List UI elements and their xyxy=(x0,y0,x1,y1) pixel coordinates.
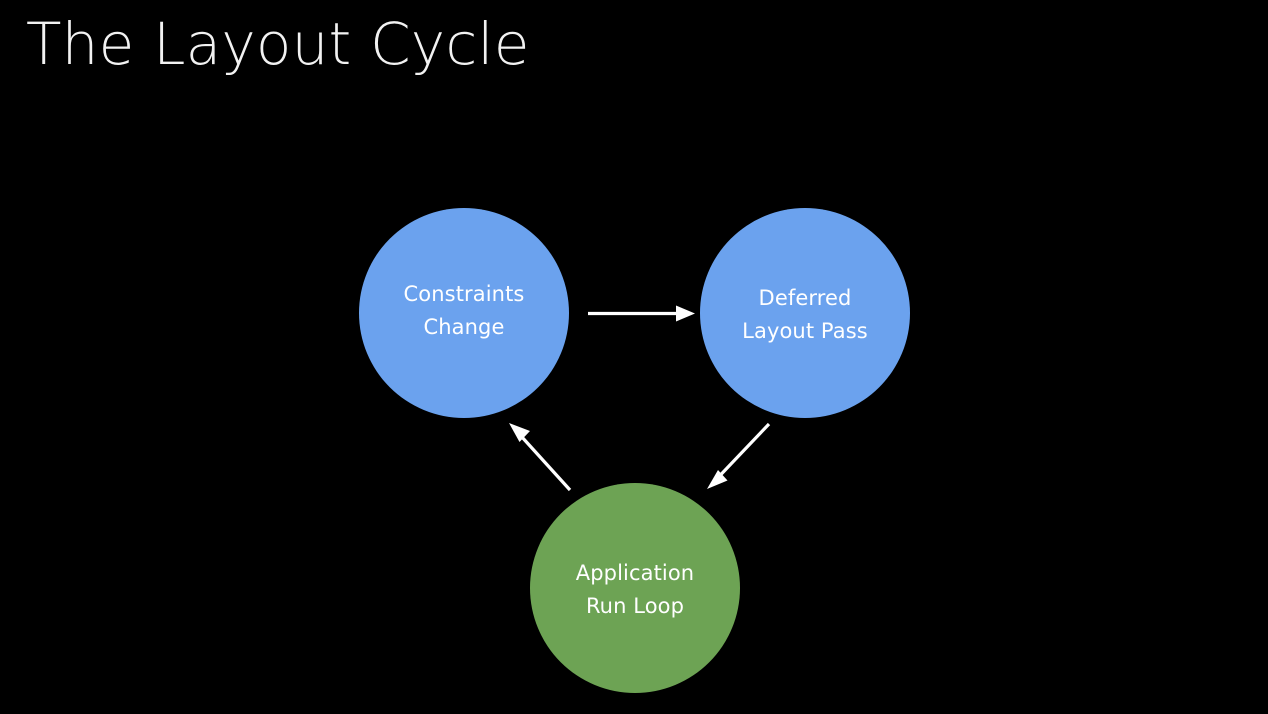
arrow-deferred-to-runloop xyxy=(707,422,771,489)
arrow-shaft xyxy=(718,422,771,478)
arrow-shaft xyxy=(519,434,572,492)
diagram-node-label: Constraints Change xyxy=(403,282,525,339)
arrow-runloop-to-constraints xyxy=(509,423,572,492)
diagram-node-constraints-change[interactable]: Constraints Change xyxy=(359,208,569,418)
diagram-node-deferred-layout-pass[interactable]: Deferred Layout Pass xyxy=(700,208,910,418)
arrow-head-up-left-icon xyxy=(509,423,530,442)
page-title: The Layout Cycle xyxy=(26,10,530,78)
diagram-node-label: Application Run Loop xyxy=(575,561,695,618)
diagram-node-application-run-loop[interactable]: Application Run Loop xyxy=(530,483,740,693)
arrow-constraints-to-deferred xyxy=(588,305,695,322)
arrow-head-down-left-icon xyxy=(707,470,728,489)
diagram-node-label: Deferred Layout Pass xyxy=(742,286,868,343)
arrow-head-right-icon xyxy=(676,305,695,322)
